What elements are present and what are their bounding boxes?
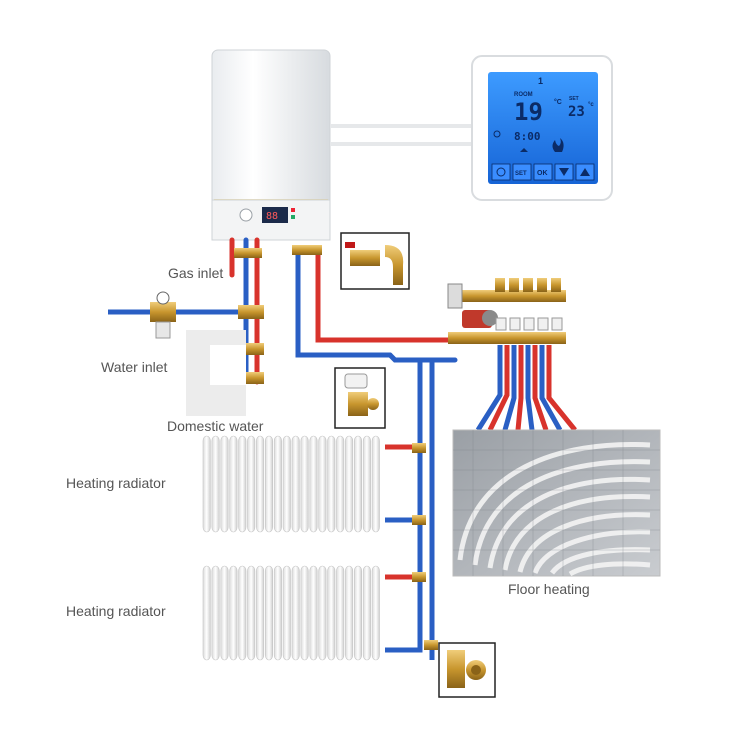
domestic-water-label: Domestic water (167, 418, 264, 434)
inset-valve-top (340, 232, 410, 290)
radiator-column (220, 565, 229, 661)
radiator-column (229, 565, 238, 661)
radiator-column (202, 565, 211, 661)
gas-inlet-label: Gas inlet (168, 265, 223, 281)
arrow-up-icon (580, 168, 590, 176)
thermostat: 1 ROOM 19 °C SET 23 °c 8:00 SET OK (471, 55, 613, 201)
radiator-column (282, 435, 291, 533)
down-button[interactable] (554, 163, 574, 181)
floor-manifold (447, 278, 577, 432)
set-button[interactable]: SET (512, 163, 532, 181)
radiator-column (220, 435, 229, 533)
pressure-gauge-icon (156, 291, 170, 305)
radiator-column (362, 435, 371, 533)
up-button[interactable] (575, 163, 595, 181)
water-inlet-label: Water inlet (101, 359, 168, 375)
arrow-down-icon (559, 168, 569, 176)
radiator-column (211, 435, 220, 533)
radiator-column (291, 565, 300, 661)
thermostat-room-temp: 19 (514, 98, 543, 126)
radiator-column (247, 435, 256, 533)
water-inlet-pipes (108, 245, 322, 384)
radiator-column (264, 565, 273, 661)
radiator-column (202, 435, 211, 533)
radiator-column (353, 435, 362, 533)
radiator-top (202, 435, 380, 533)
radiator-column (309, 565, 318, 661)
thermostat-room-label: ROOM (514, 92, 533, 98)
radiator-column (211, 565, 220, 661)
thermostat-set-unit: °c (588, 102, 594, 108)
inset-valve-bottom (438, 642, 496, 698)
radiator-column (247, 565, 256, 661)
radiator-column (300, 435, 309, 533)
radiator-column (264, 435, 273, 533)
thermostat-set-label: SET (569, 96, 579, 102)
thermostat-set-temp: 23 (568, 104, 585, 120)
floor-heating-label: Floor heating (508, 581, 590, 597)
radiator-column (371, 565, 380, 661)
heating-radiator-bottom-label: Heating radiator (66, 603, 166, 619)
radiator-risers (385, 360, 438, 660)
power-button[interactable] (491, 163, 511, 181)
thermostat-zone: 1 (538, 76, 543, 86)
radiator-column (300, 565, 309, 661)
radiator-column (229, 435, 238, 533)
heating-radiator-top-label: Heating radiator (66, 475, 166, 491)
radiator-column (336, 435, 345, 533)
floor-heating-panel (452, 429, 661, 577)
radiator-column (256, 435, 265, 533)
inset-valve-middle (334, 367, 386, 429)
radiator-column (318, 565, 327, 661)
thermostat-clock: 8:00 (514, 130, 541, 143)
radiator-column (309, 435, 318, 533)
power-icon (496, 167, 506, 177)
radiator-column (318, 435, 327, 533)
radiator-column (353, 565, 362, 661)
boiler-display (262, 207, 288, 223)
ok-button[interactable]: OK (533, 163, 553, 181)
radiator-column (327, 565, 336, 661)
radiator-column (238, 565, 247, 661)
set-button-label: SET (515, 171, 527, 177)
water-filter (150, 302, 176, 322)
radiator-column (371, 435, 380, 533)
boiler-knob-icon[interactable] (239, 208, 253, 222)
thermostat-room-unit: °C (554, 98, 562, 106)
flame-icon (552, 138, 564, 152)
manifold-actuators (495, 278, 563, 331)
radiator-bottom (202, 565, 380, 661)
boiler: 88 (211, 49, 331, 241)
radiator-column (336, 565, 345, 661)
thermostat-wires (330, 124, 480, 146)
radiator-column (362, 565, 371, 661)
boiler-display-value: 88 (266, 211, 278, 222)
radiator-column (327, 435, 336, 533)
radiator-column (256, 565, 265, 661)
radiator-column (273, 435, 282, 533)
radiator-column (273, 565, 282, 661)
radiator-column (345, 435, 354, 533)
ok-button-label: OK (537, 170, 548, 177)
thermostat-screen (488, 72, 598, 184)
clock-icon (493, 130, 501, 138)
radiator-column (345, 565, 354, 661)
radiator-column (282, 565, 291, 661)
radiator-column (291, 435, 300, 533)
heat-indicator-icon (520, 148, 528, 152)
radiator-column (238, 435, 247, 533)
